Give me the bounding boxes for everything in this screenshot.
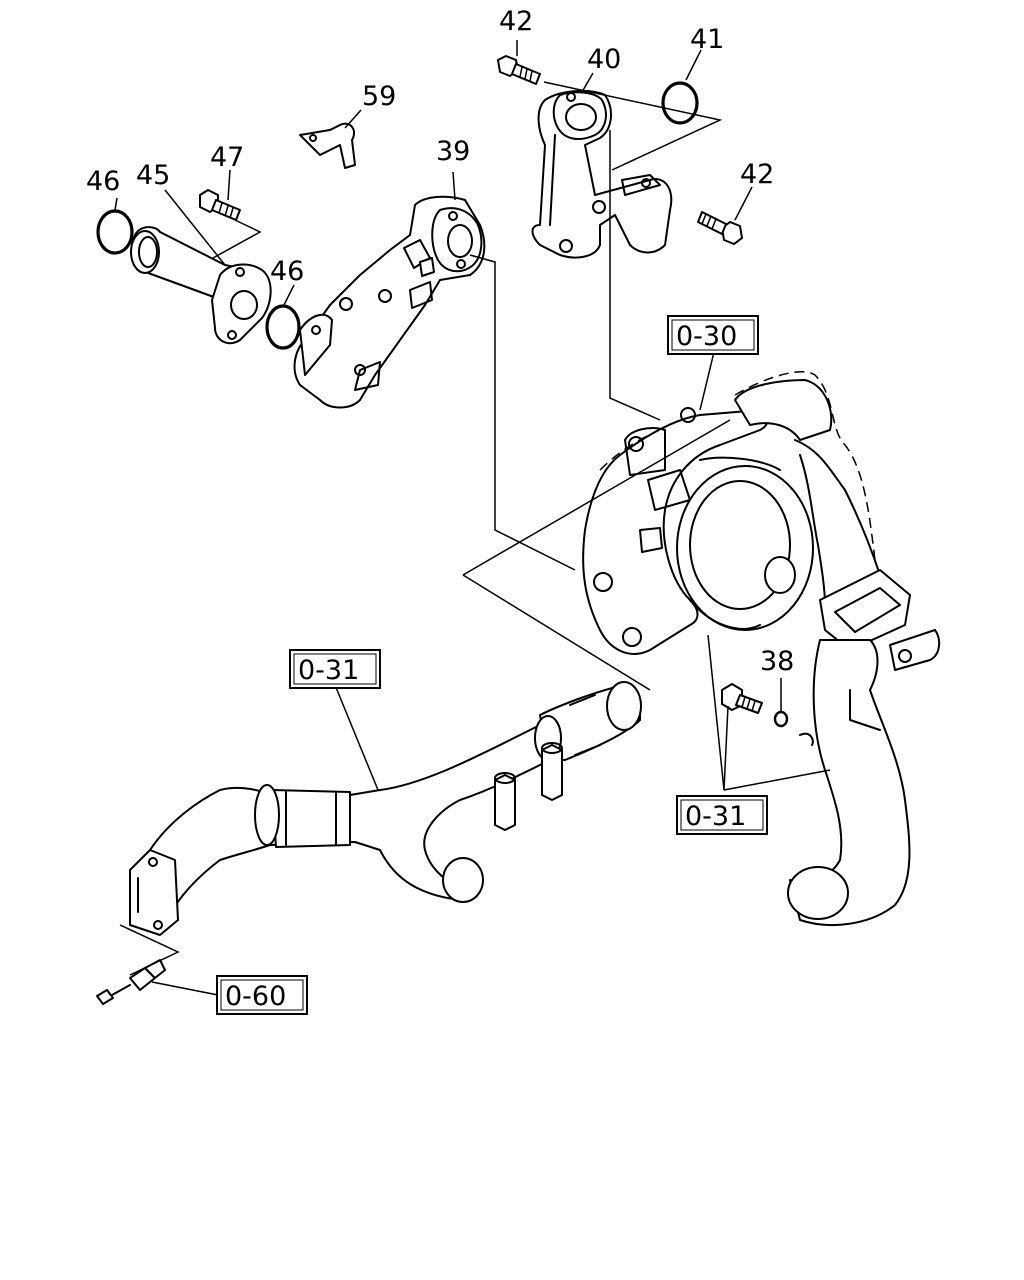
bolt-42-right (697, 211, 743, 245)
ref-label-0-31-right: 0-31 (685, 801, 746, 832)
water-pump-assembly (582, 371, 941, 926)
water-pipe-45 (130, 226, 272, 345)
ref-box-0-30[interactable]: 0-30 (667, 315, 759, 355)
callout-42-top: 42 (499, 6, 533, 37)
bolt-42-top (497, 55, 541, 85)
clip-59 (299, 122, 356, 169)
callout-41: 41 (690, 24, 724, 55)
washer-38 (773, 710, 789, 728)
o-ring-46-right (265, 304, 301, 350)
callout-40: 40 (587, 44, 621, 75)
ref-box-0-31-left[interactable]: 0-31 (289, 649, 381, 689)
callout-labels: 42 40 41 42 59 39 47 46 45 46 38 (86, 6, 794, 677)
bypass-pipe-assembly (129, 681, 642, 936)
callout-46-left: 46 (86, 166, 120, 197)
callout-42-right: 42 (740, 159, 774, 190)
ref-label-0-31-left: 0-31 (298, 655, 359, 686)
bolt-47 (199, 189, 241, 221)
callout-38: 38 (760, 646, 794, 677)
callout-59: 59 (362, 81, 396, 112)
o-ring-41 (661, 81, 699, 125)
bolt-38 (721, 683, 763, 714)
ref-box-0-60[interactable]: 0-60 (216, 975, 308, 1015)
ref-label-0-30: 0-30 (676, 321, 737, 352)
callout-45: 45 (136, 160, 170, 191)
o-ring-46-left (96, 209, 134, 255)
ref-box-0-31-right[interactable]: 0-31 (676, 795, 768, 835)
callout-39: 39 (436, 136, 470, 167)
ref-label-0-60: 0-60 (225, 981, 286, 1012)
callout-46-right: 46 (270, 256, 304, 287)
callout-47: 47 (210, 142, 244, 173)
leader-lines (114, 40, 831, 996)
thermostat-housing-40 (531, 89, 673, 259)
water-pipe-39 (293, 195, 486, 409)
